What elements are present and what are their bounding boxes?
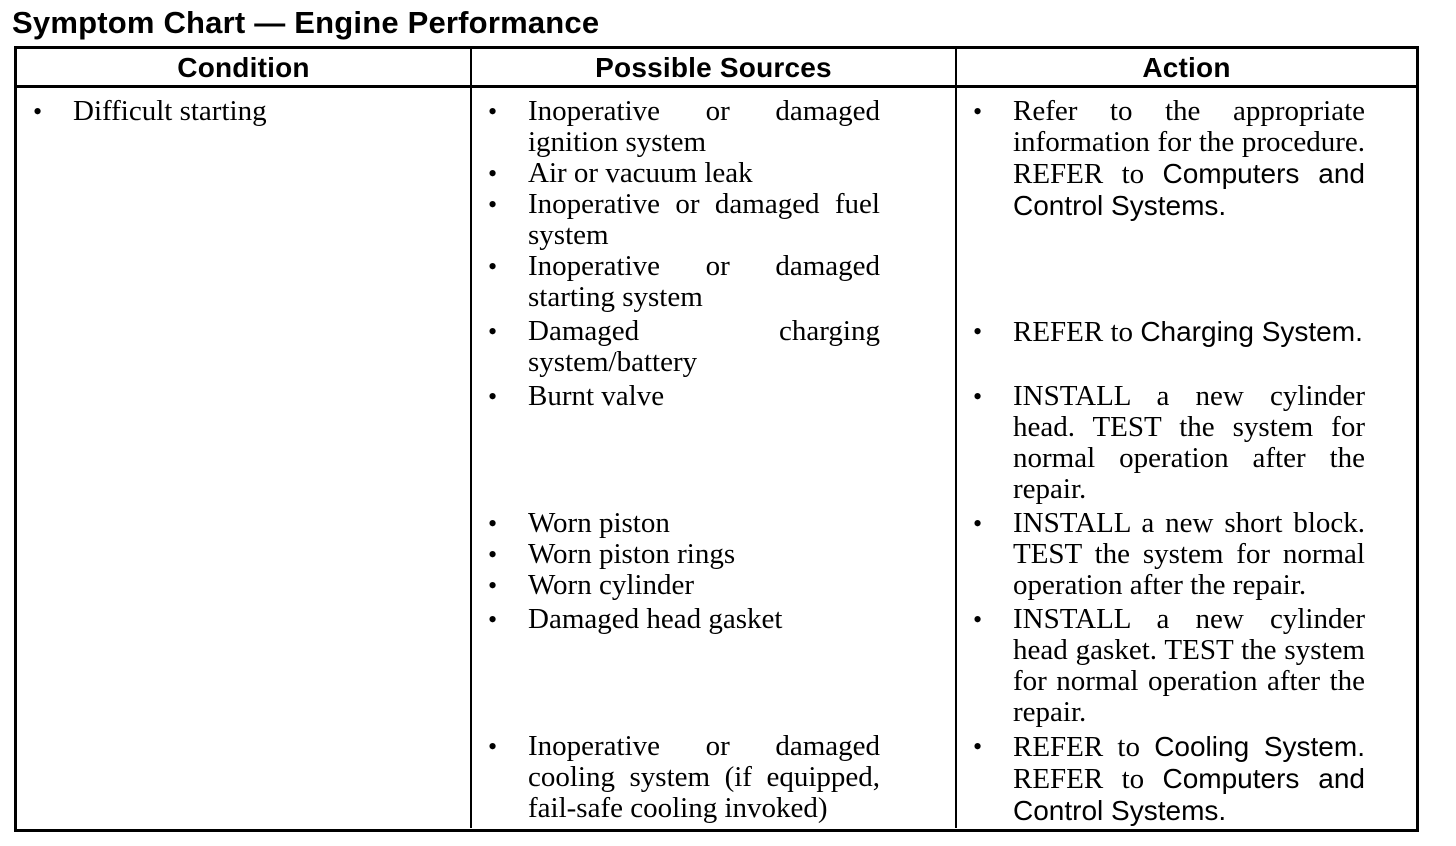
bullet-icon: • (488, 190, 498, 219)
bullet-icon: • (488, 252, 498, 281)
source-item: • Air or vacuum leak (488, 158, 880, 189)
bullet-icon: • (488, 509, 498, 538)
source-item-text: Inoperative or damaged ignition system (528, 96, 880, 158)
source-item: • Damaged head gasket (488, 604, 880, 635)
bullet-icon: • (973, 97, 983, 126)
action-item-text: Refer to the appropriate information for… (1013, 96, 1365, 222)
source-item-text: Worn piston (528, 508, 880, 539)
text-segment: REFER to (1013, 316, 1141, 348)
header-condition: Condition (177, 52, 310, 83)
text-segment: Damaged charging system/battery (528, 315, 880, 378)
source-item: • Worn piston rings (488, 539, 880, 570)
source-item-text: Inoperative or damaged cooling system (i… (528, 731, 880, 824)
sources-cell: • Burnt valve (470, 378, 955, 505)
symptom-table: Condition Possible Sources Action • Diffi… (14, 46, 1419, 832)
action-item-text: REFER to Cooling System. REFER to Comput… (1013, 731, 1365, 827)
action-item-text: INSTALL a new short block. TEST the syst… (1013, 508, 1365, 601)
text-segment: Inoperative or damaged starting system (528, 250, 880, 313)
text-segment: Air or vacuum leak (528, 157, 753, 189)
text-segment: REFER to (1013, 763, 1163, 795)
action-item: • REFER to Cooling System. REFER to Compu… (973, 731, 1365, 827)
bullet-icon: • (488, 605, 498, 634)
source-item-text: Inoperative or damaged starting system (528, 251, 880, 313)
text-segment: Inoperative or damaged cooling system (i… (528, 730, 880, 824)
text-segment: Inoperative or damaged ignition system (528, 95, 880, 158)
text-segment: Worn piston (528, 507, 670, 539)
bullet-icon: • (488, 540, 498, 569)
text-segment: Worn cylinder (528, 569, 694, 601)
action-item: • INSTALL a new short block. TEST the sys… (973, 508, 1365, 601)
bullet-icon: • (973, 732, 983, 761)
condition-cell: • Difficult starting (17, 88, 470, 828)
text-segment: REFER to (1013, 731, 1155, 763)
actions-cell: • INSTALL a new short block. TEST the sys… (955, 505, 1416, 601)
source-item-text: Burnt valve (528, 381, 880, 412)
text-segment: Worn piston rings (528, 538, 736, 570)
header-possible-sources: Possible Sources (470, 49, 955, 85)
bullet-icon: • (488, 97, 498, 126)
text-segment: INSTALL a new cylinder head gasket. TEST… (1013, 603, 1365, 728)
sources-cell: •Inoperative or damaged ignition system•… (470, 88, 955, 313)
action-item-text: INSTALL a new cylinder head. TEST the sy… (1013, 381, 1365, 505)
condition-item: • Difficult starting (33, 96, 425, 127)
action-item: • REFER to Charging System. (973, 316, 1365, 348)
source-item: • Damaged charging system/battery (488, 316, 880, 378)
source-item: • Worn cylinder (488, 570, 880, 601)
bullet-icon: • (973, 509, 983, 538)
text-segment: INSTALL a new short block. TEST the syst… (1013, 507, 1365, 601)
bullet-icon: • (973, 605, 983, 634)
bullet-icon: • (488, 317, 498, 346)
actions-cell: • INSTALL a new cylinder head gasket. TES… (955, 601, 1416, 728)
source-item-text: Inoperative or damaged fuel system (528, 189, 880, 251)
action-item-text: REFER to Charging System. (1013, 316, 1365, 348)
text-segment: Computers and Control Systems. (1013, 158, 1365, 221)
text-segment: Inoperative or damaged fuel system (528, 188, 880, 251)
text-segment: Charging System. (1140, 316, 1363, 347)
sources-cell: • Damaged charging system/battery (470, 313, 955, 378)
sources-cell: • Damaged head gasket (470, 601, 955, 728)
source-item: • Inoperative or damaged cooling system (… (488, 731, 880, 824)
source-item: • Inoperative or damaged starting system (488, 251, 880, 313)
source-item-text: Air or vacuum leak (528, 158, 880, 189)
source-item: • Inoperative or damaged fuel system (488, 189, 880, 251)
source-item-text: Damaged charging system/battery (528, 316, 880, 378)
sources-cell: • Worn piston • Worn piston rings • Worn cyli… (470, 505, 955, 601)
source-item-text: Damaged head gasket (528, 604, 880, 635)
action-item-text: INSTALL a new cylinder head gasket. TEST… (1013, 604, 1365, 728)
source-item: • Inoperative or damaged ignition system (488, 96, 880, 158)
bullet-icon: • (973, 317, 983, 346)
header-action: Action (955, 49, 1416, 85)
source-item: • Burnt valve (488, 381, 880, 412)
bullet-icon: • (33, 97, 43, 126)
bullet-icon: • (488, 159, 498, 188)
table-body-row: • Difficult starting • Inoperative or dama… (17, 88, 1416, 828)
text-segment: Cooling System. (1154, 731, 1365, 762)
actions-cell: • REFER to Charging System. (955, 313, 1416, 378)
sources-cell: • Inoperative or damaged cooling system (… (470, 728, 955, 828)
source-item-text: Worn cylinder (528, 570, 880, 601)
bullet-icon: • (488, 571, 498, 600)
source-item-text: Worn piston rings (528, 539, 880, 570)
text-segment: INSTALL a new cylinder head. TEST the sy… (1013, 380, 1365, 505)
bullet-icon: • (973, 382, 983, 411)
source-item: • Worn piston (488, 508, 880, 539)
text-segment: Computers and Control Systems. (1013, 763, 1365, 826)
bullet-icon: • (488, 732, 498, 761)
text-segment: Difficult starting (73, 95, 267, 127)
actions-cell: • REFER to Cooling System. REFER to Compu… (955, 728, 1416, 828)
text-segment: Refer to the appropriate information for… (1013, 95, 1365, 190)
actions-cell: • Refer to the appropriate information fo… (955, 88, 1416, 313)
action-item: • INSTALL a new cylinder head. TEST the s… (973, 381, 1365, 505)
text-segment: Burnt valve (528, 380, 665, 412)
table-header-row: Condition Possible Sources Action (17, 49, 1416, 88)
text-segment: Damaged head gasket (528, 603, 783, 635)
page-title: Symptom Chart — Engine Performance (12, 5, 600, 40)
action-item: • Refer to the appropriate information fo… (973, 96, 1365, 222)
action-item: • INSTALL a new cylinder head gasket. TES… (973, 604, 1365, 728)
actions-cell: • INSTALL a new cylinder head. TEST the s… (955, 378, 1416, 505)
bullet-icon: • (488, 382, 498, 411)
condition-item-text: Difficult starting (73, 96, 425, 127)
